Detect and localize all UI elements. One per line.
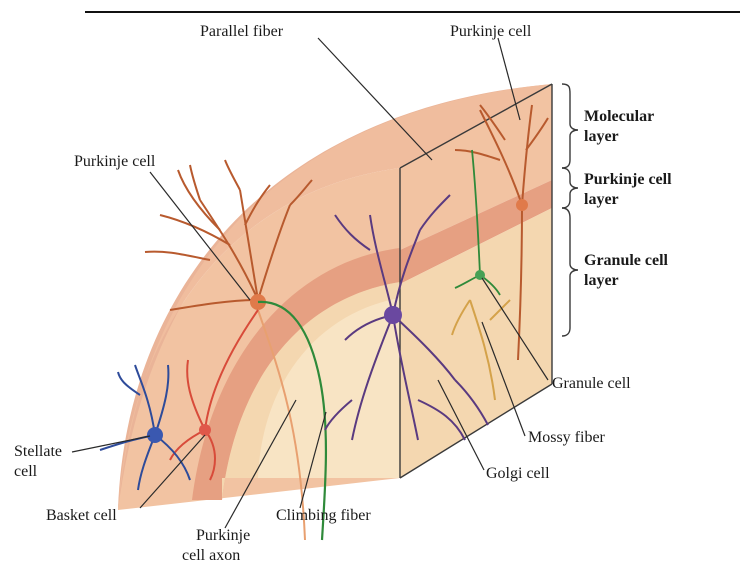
purkinje-front-soma bbox=[516, 199, 528, 211]
label-parallel-fiber: Parallel fiber bbox=[200, 23, 284, 40]
label-climbing-fiber: Climbing fiber bbox=[276, 507, 371, 524]
stellate-soma bbox=[147, 427, 163, 443]
label-purkinje-axon-line2: cell axon bbox=[182, 547, 240, 564]
granule-soma bbox=[475, 270, 485, 280]
granule-layer-brace bbox=[562, 208, 578, 336]
label-purkinje-axon-line1: Purkinje bbox=[196, 527, 250, 544]
basket-soma bbox=[199, 424, 211, 436]
golgi-soma bbox=[384, 306, 402, 324]
label-purkinje-layer-line1: Purkinje cell bbox=[584, 171, 672, 188]
label-molecular-layer-line1: Molecular bbox=[584, 108, 654, 125]
label-stellate-cell-line2: cell bbox=[14, 463, 38, 480]
label-mossy-fiber: Mossy fiber bbox=[528, 429, 606, 446]
label-purkinje-cell-left: Purkinje cell bbox=[74, 153, 156, 170]
label-granule-layer-line1: Granule cell bbox=[584, 252, 669, 269]
label-molecular-layer-line2: layer bbox=[584, 128, 619, 145]
label-basket-cell: Basket cell bbox=[46, 507, 117, 524]
label-golgi-cell: Golgi cell bbox=[486, 465, 550, 482]
label-granule-layer-line2: layer bbox=[584, 272, 619, 289]
label-purkinje-cell-top: Purkinje cell bbox=[450, 23, 532, 40]
label-purkinje-layer-line2: layer bbox=[584, 191, 619, 208]
label-granule-cell: Granule cell bbox=[552, 375, 631, 392]
label-stellate-cell-line1: Stellate bbox=[14, 443, 62, 460]
purkinje-layer-brace bbox=[562, 168, 578, 208]
molecular-brace bbox=[562, 84, 578, 168]
